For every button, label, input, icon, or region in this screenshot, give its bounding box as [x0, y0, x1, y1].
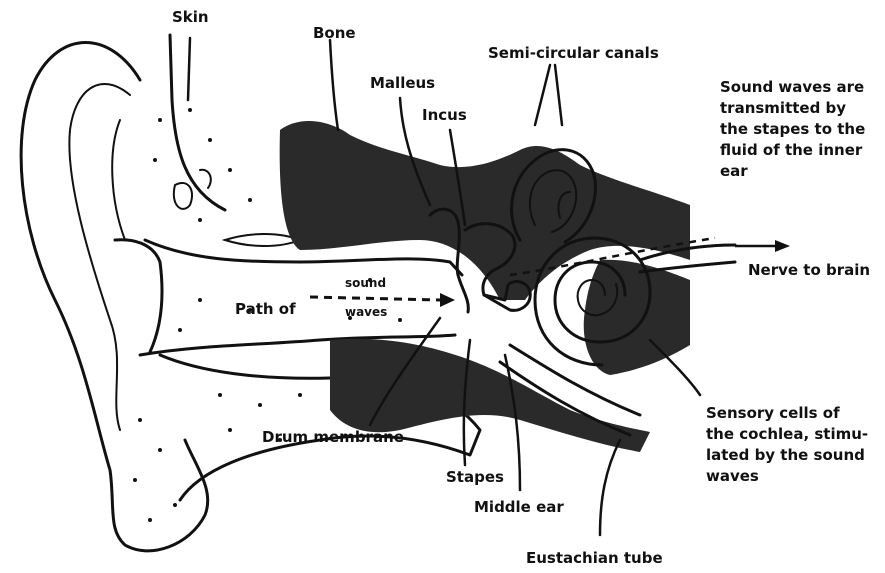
label-path-of: Path of: [235, 300, 296, 318]
label-middle-ear: Middle ear: [474, 498, 564, 516]
label-stapes: Stapes: [446, 468, 504, 486]
sensory-line-3: lated by the sound: [706, 446, 865, 464]
sound-transmit-line-2: transmitted by: [720, 99, 846, 117]
label-eustachian-tube: Eustachian tube: [526, 549, 663, 567]
leader-semicircular-2: [555, 65, 562, 125]
leader-skin: [188, 38, 190, 100]
label-bone: Bone: [313, 24, 356, 42]
sound-transmit-line-1: Sound waves are: [720, 78, 864, 96]
outer-ear-pinna: [21, 35, 225, 551]
temporal-bone: [280, 121, 690, 452]
leader-semicircular-1: [535, 65, 550, 125]
label-nerve-to-brain: Nerve to brain: [748, 261, 870, 279]
label-waves-word: waves: [345, 305, 387, 319]
leader-bone: [330, 40, 338, 130]
sound-transmit-line-5: ear: [720, 162, 748, 180]
label-sound-waves-transmitted: Sound waves are transmitted by the stape…: [720, 78, 865, 180]
label-malleus: Malleus: [370, 74, 435, 92]
label-drum-membrane: Drum membrane: [262, 428, 404, 446]
sensory-line-4: waves: [706, 467, 759, 485]
label-sound-word: sound: [345, 276, 386, 290]
label-skin: Skin: [172, 8, 209, 26]
label-semicircular-canals: Semi-circular canals: [488, 44, 659, 62]
label-incus: Incus: [422, 106, 467, 124]
sensory-line-2: the cochlea, stimu-: [706, 425, 868, 443]
sensory-line-1: Sensory cells of: [706, 404, 840, 422]
sound-transmit-line-3: the stapes to the: [720, 120, 865, 138]
sound-transmit-line-4: fluid of the inner: [720, 141, 863, 159]
leader-eustachian-tube: [600, 440, 620, 535]
label-sensory-cells: Sensory cells of the cochlea, stimu- lat…: [706, 404, 868, 485]
